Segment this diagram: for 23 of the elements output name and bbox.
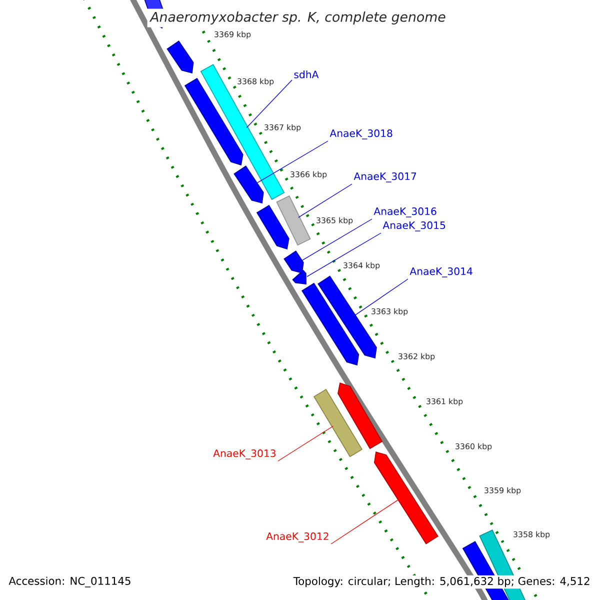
gene-segment [234,166,264,204]
gene-label: AnaeK_3016 [374,207,436,218]
leader-line [246,80,292,128]
gene-label: AnaeK_3014 [410,267,472,278]
gene-label: AnaeK_3013 [213,449,276,460]
leader-line [300,218,372,262]
leader-line [256,140,328,184]
gene-label: sdhA [294,70,319,78]
gene-label: AnaeK_3015 [382,221,446,232]
leader-line [306,232,382,277]
leader-line [330,498,400,544]
leader-line [278,426,334,462]
accession-text: Accession: NC_011145 [7,575,133,589]
genome-summary: Topology: circular; Length: 5,061,632 bp; Genes: 4,512 [292,575,592,589]
gene-label: AnaeK_3017 [354,172,416,182]
gene-label: AnaeK_3018 [330,129,392,140]
gene-block [200,64,285,200]
gene-segment [374,451,438,544]
leader-line [298,184,352,218]
leader-line [354,278,408,316]
map-title: Anaeromyxobacter sp. K, complete genome [147,8,449,28]
gene-segment [292,270,306,284]
gene-label: AnaeK_3012 [266,532,328,542]
